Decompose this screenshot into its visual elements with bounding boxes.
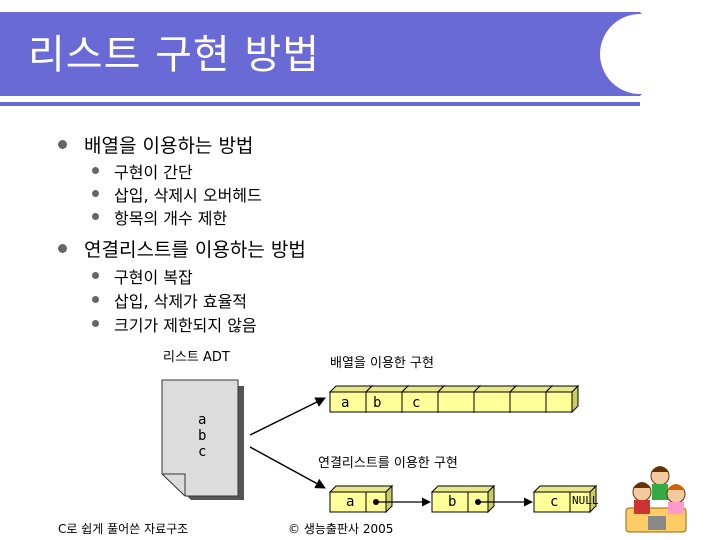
footer-book: C로 쉽게 풀어쓴 자료구조 (58, 520, 188, 537)
adt-item: c (198, 444, 206, 460)
adt-item: b (198, 428, 206, 444)
array-cell-value: b (373, 395, 381, 411)
footer-copyright: © 생능출판사 2005 (288, 520, 393, 537)
array-cells (330, 386, 578, 412)
array-cell-value: c (412, 395, 420, 411)
array-cell (546, 386, 578, 412)
null-label: NULL (572, 494, 599, 507)
linked-node-value: a (346, 494, 354, 510)
arrow-to-linked (250, 447, 325, 488)
linked-node (432, 486, 494, 512)
linked-node (330, 486, 392, 512)
array-cell-value: a (341, 395, 349, 411)
arrow-to-array (250, 398, 325, 435)
linked-node-value: b (448, 494, 456, 510)
children-illustration (626, 466, 686, 532)
adt-item: a (198, 412, 206, 428)
linked-node-value: c (550, 494, 558, 510)
